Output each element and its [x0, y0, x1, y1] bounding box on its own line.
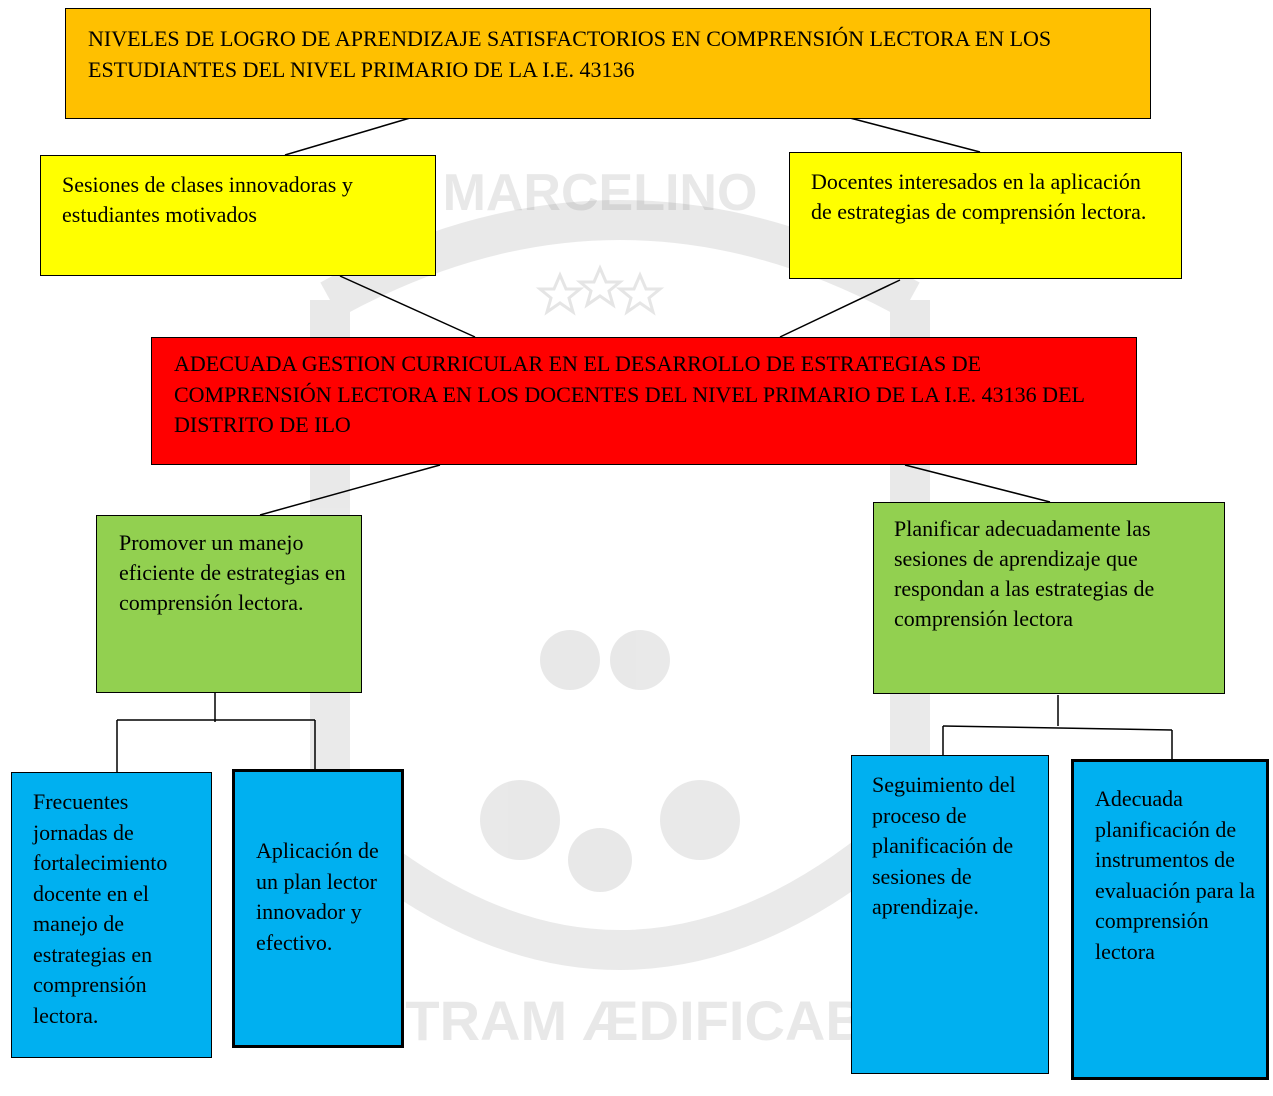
goal-box: NIVELES DE LOGRO DE APRENDIZAJE SATISFAC… — [65, 8, 1151, 119]
result-text-left: Sesiones de clases innovadoras y estudia… — [62, 172, 353, 227]
connector-result-left-core — [339, 275, 476, 338]
action-text-3: Seguimiento del proceso de planificación… — [872, 772, 1016, 919]
connector-core-objective-right — [904, 464, 1051, 503]
goal-text: NIVELES DE LOGRO DE APRENDIZAJE SATISFAC… — [88, 26, 1052, 82]
result-text-right: Docentes interesados en la aplicación de… — [811, 169, 1147, 224]
action-box-2: Aplicación de un plan lector innovador y… — [232, 769, 404, 1048]
core-box: ADECUADA GESTION CURRICULAR EN EL DESARR… — [151, 337, 1137, 465]
core-text: ADECUADA GESTION CURRICULAR EN EL DESARR… — [174, 351, 1085, 437]
connector-goal-result-right — [849, 117, 981, 153]
action-box-3: Seguimiento del proceso de planificación… — [851, 755, 1049, 1074]
connector-objective-right-bar — [942, 725, 1173, 731]
connector-core-objective-left — [259, 464, 441, 516]
result-box-right: Docentes interesados en la aplicación de… — [789, 152, 1182, 279]
connector-result-right-core — [779, 279, 901, 338]
objective-text-right: Planificar adecuadamente las sesiones de… — [894, 516, 1155, 631]
action-text-1: Frecuentes jornadas de fortalecimiento d… — [33, 789, 168, 1028]
action-text-4: Adecuada planificación de instrumentos d… — [1095, 786, 1256, 964]
connector-goal-result-left — [284, 117, 411, 156]
watermark-bottom-text: PETRAM ÆDIFICABO — [331, 989, 910, 1052]
result-box-left: Sesiones de clases innovadoras y estudia… — [40, 155, 436, 276]
action-box-1: Frecuentes jornadas de fortalecimiento d… — [11, 772, 212, 1058]
action-text-2: Aplicación de un plan lector innovador y… — [256, 838, 379, 955]
action-box-4: Adecuada planificación de instrumentos d… — [1071, 759, 1269, 1080]
objective-box-right: Planificar adecuadamente las sesiones de… — [873, 502, 1225, 694]
objective-box-left: Promover un manejo eficiente de estrateg… — [96, 515, 362, 693]
watermark-top-text: MARCELINO — [443, 164, 758, 222]
objective-text-left: Promover un manejo eficiente de estrateg… — [119, 530, 346, 615]
